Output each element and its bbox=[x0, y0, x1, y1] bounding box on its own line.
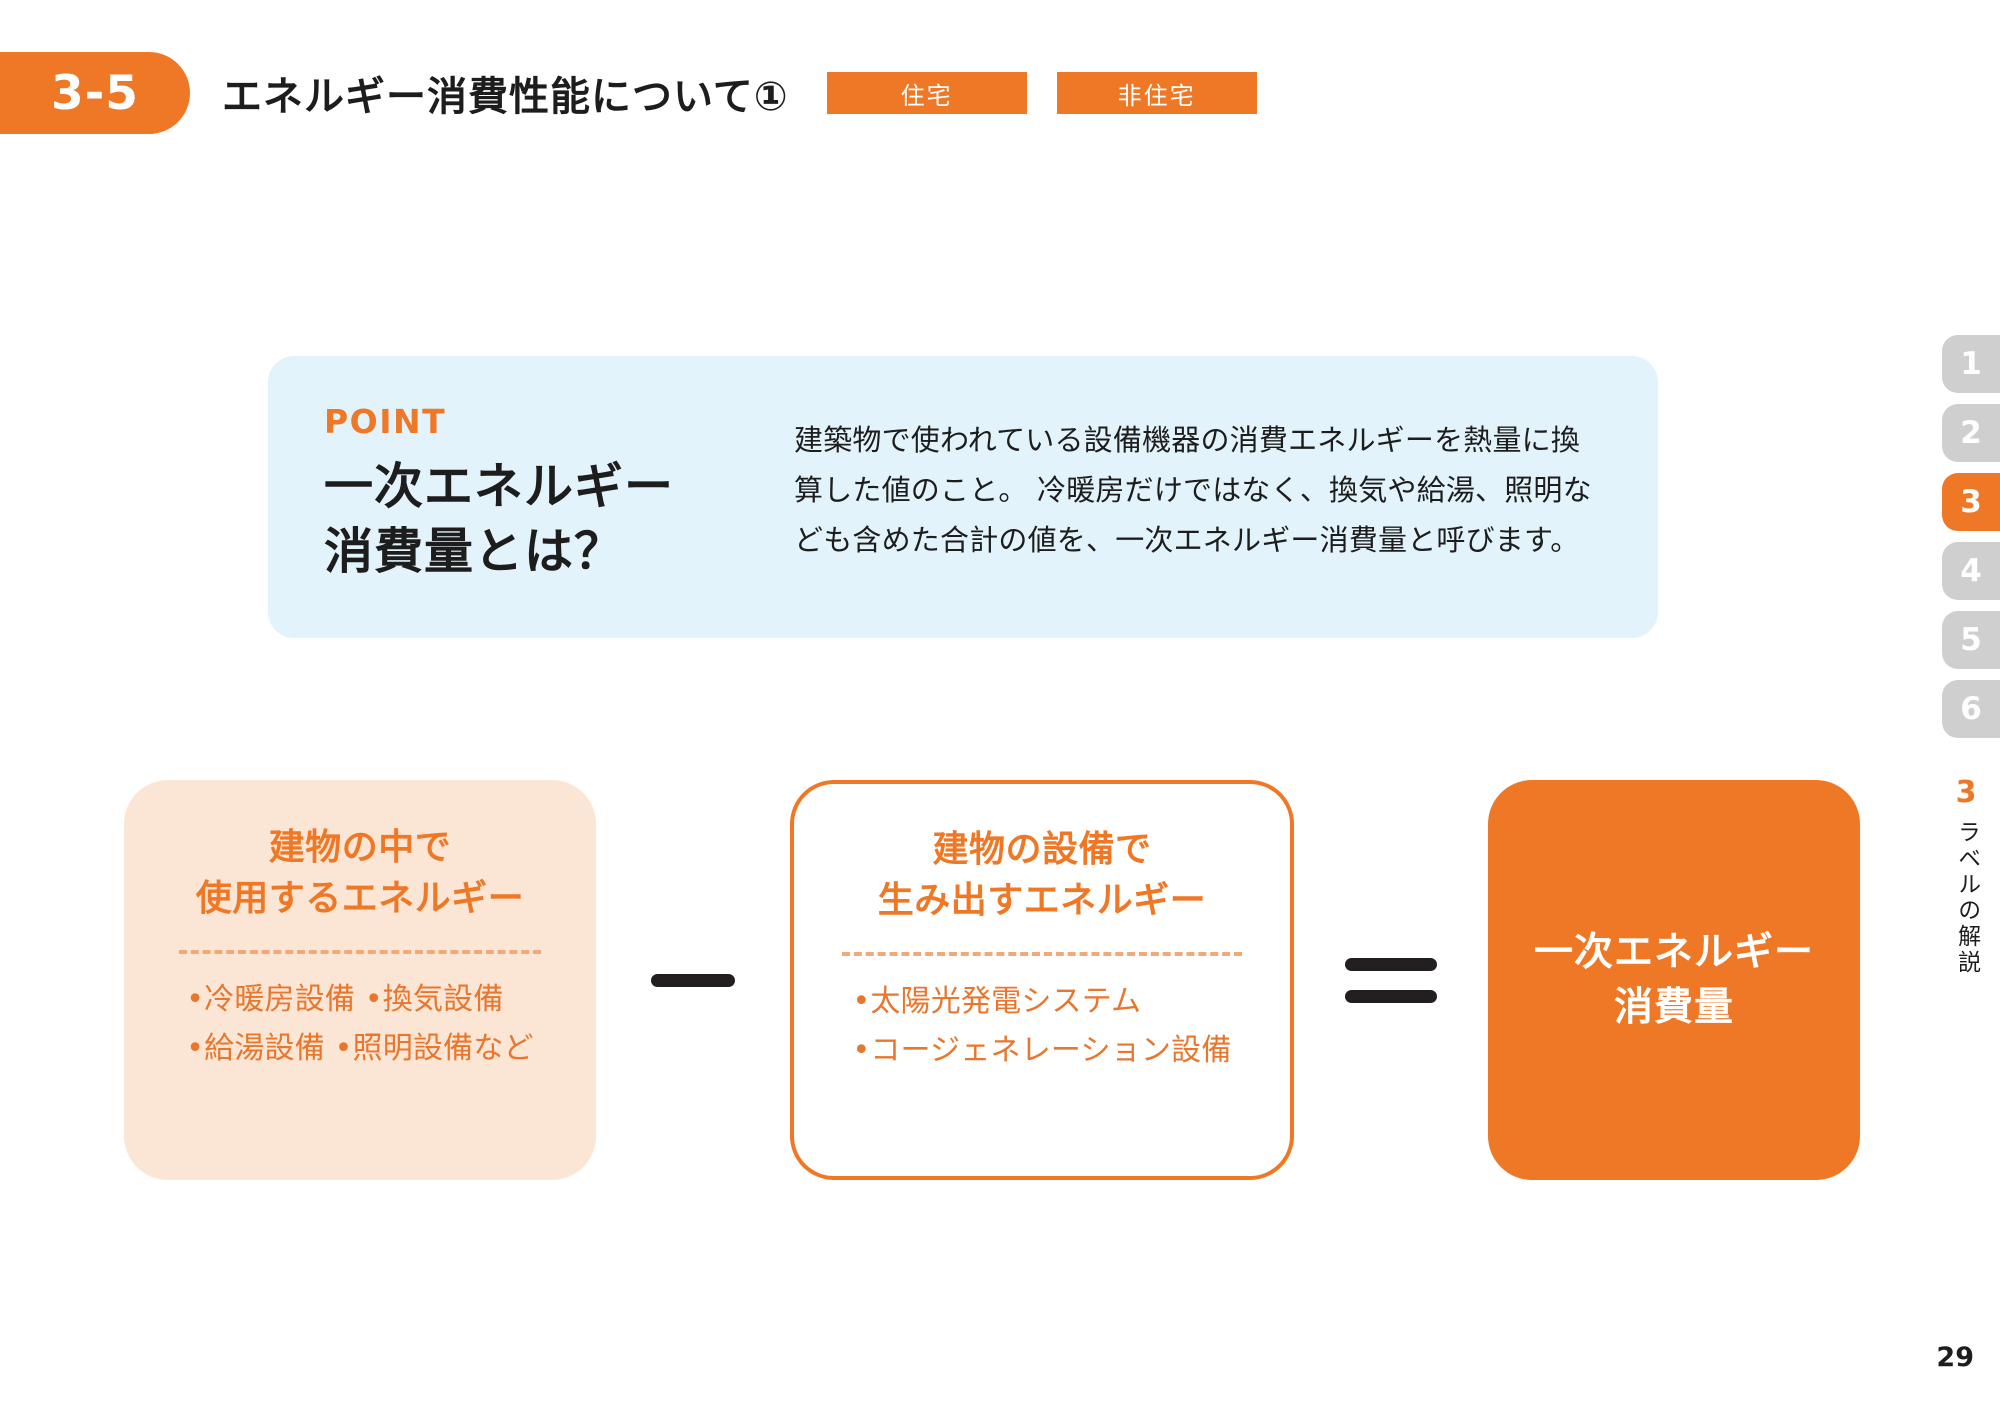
chapter-tab-1[interactable]: 1 bbox=[1942, 335, 2000, 393]
equals-bar-top bbox=[1345, 957, 1437, 971]
card-divider bbox=[842, 952, 1242, 957]
chapter-vertical-number: 3 bbox=[1955, 775, 1977, 810]
page-number: 29 bbox=[1936, 1342, 1974, 1373]
page-header: 3-5 エネルギー消費性能について① 住宅 非住宅 bbox=[0, 52, 1257, 134]
operator-minus bbox=[596, 973, 790, 987]
page-title: エネルギー消費性能について① bbox=[222, 74, 789, 120]
card-energy-generated-list: •太陽光発電システム •コージェネレーション設備 bbox=[852, 978, 1231, 1075]
chapter-tab-6[interactable]: 6 bbox=[1942, 680, 2000, 738]
chapter-tab-3[interactable]: 3 bbox=[1942, 473, 2000, 531]
chapter-vertical-title: ラベルの解説 bbox=[1953, 820, 1980, 976]
card-energy-generated: 建物の設備で 生み出すエネルギー •太陽光発電システム •コージェネレーション設… bbox=[790, 780, 1294, 1180]
header-badge-group: 住宅 非住宅 bbox=[826, 72, 1257, 114]
point-body-text: 建築物で使われている設備機器の消費エネルギーを熱量に換算した値のこと。 冷暖房だ… bbox=[794, 423, 1592, 557]
section-number-chip: 3-5 bbox=[0, 52, 190, 134]
list-item: •太陽光発電システム bbox=[852, 984, 1142, 1020]
list-item: •コージェネレーション設備 bbox=[852, 1032, 1232, 1068]
point-kicker-label: POINT bbox=[324, 402, 447, 441]
chapter-tab-strip[interactable]: 1 2 3 4 5 6 bbox=[1942, 335, 2000, 738]
energy-formula-row: 建物の中で 使用するエネルギー •冷暖房設備 •換気設備 •給湯設備 •照明設備… bbox=[0, 770, 1860, 1190]
chapter-tab-2[interactable]: 2 bbox=[1942, 404, 2000, 462]
card-primary-energy-label: 一次エネルギー 消費量 bbox=[1533, 929, 1814, 1030]
equals-sign-icon bbox=[1345, 957, 1437, 1003]
badge-non-residential: 非住宅 bbox=[1056, 72, 1257, 114]
card-energy-used-title: 建物の中で 使用するエネルギー bbox=[195, 827, 525, 920]
chapter-vertical-label: 3 ラベルの解説 bbox=[1946, 775, 1986, 977]
operator-equals bbox=[1294, 957, 1488, 1003]
chapter-tab-5[interactable]: 5 bbox=[1942, 611, 2000, 669]
card-primary-energy-result: 一次エネルギー 消費量 bbox=[1488, 780, 1860, 1180]
chapter-tab-4[interactable]: 4 bbox=[1942, 542, 2000, 600]
card-energy-used-list: •冷暖房設備 •換気設備 •給湯設備 •照明設備など bbox=[186, 976, 534, 1073]
list-item: •冷暖房設備 •換気設備 bbox=[186, 982, 504, 1018]
card-energy-generated-title: 建物の設備で 生み出すエネルギー bbox=[877, 829, 1207, 922]
badge-residential: 住宅 bbox=[826, 72, 1027, 114]
minus-sign-icon bbox=[651, 973, 735, 987]
point-callout-left: POINT 一次エネルギー 消費量とは？ bbox=[324, 402, 794, 592]
point-heading: 一次エネルギー 消費量とは？ bbox=[324, 458, 675, 580]
card-divider bbox=[179, 950, 541, 955]
point-callout-box: POINT 一次エネルギー 消費量とは？ 建築物で使われている設備機器の消費エネ… bbox=[268, 356, 1658, 638]
card-energy-used: 建物の中で 使用するエネルギー •冷暖房設備 •換気設備 •給湯設備 •照明設備… bbox=[124, 780, 596, 1180]
equals-bar-bottom bbox=[1345, 989, 1437, 1003]
list-item: •給湯設備 •照明設備など bbox=[186, 1030, 534, 1066]
